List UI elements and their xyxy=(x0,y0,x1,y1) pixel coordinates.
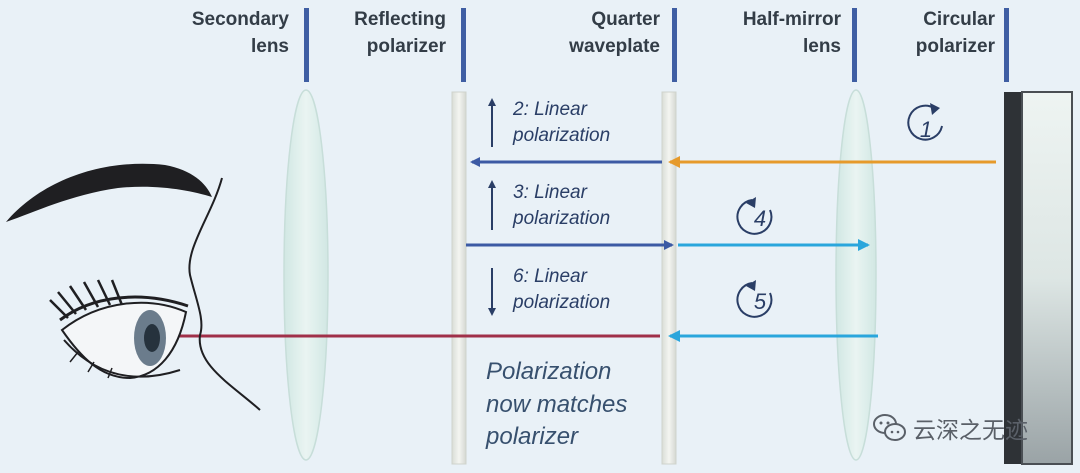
column-bar-half-mirror-lens xyxy=(852,8,857,82)
circular-step-1: 1 xyxy=(907,103,943,142)
column-bars xyxy=(304,8,1009,82)
result-note: Polarization now matches polarizer xyxy=(486,358,628,450)
circular-step-label-5: 5 xyxy=(754,289,767,314)
column-bar-reflecting-polarizer xyxy=(461,8,466,82)
watermark: 云深之无迹 xyxy=(873,411,1028,445)
circular-step-label-4: 4 xyxy=(754,206,766,231)
quarter-waveplate-plate xyxy=(661,91,677,465)
light-rays xyxy=(156,156,996,342)
watermark-text: 云深之无迹 xyxy=(913,417,1028,443)
reflecting-polarizer-plate xyxy=(451,91,467,465)
half-mirror-lens-shape xyxy=(835,89,877,461)
chat-bubbles-icon xyxy=(873,414,906,441)
circular-step-4: 4 xyxy=(736,197,773,235)
eye-illustration xyxy=(6,163,261,411)
column-bar-secondary-lens xyxy=(304,8,309,82)
secondary-lens-shape xyxy=(283,89,329,461)
circular-step-5: 5 xyxy=(736,280,773,318)
display-panel xyxy=(1004,91,1073,465)
circular-step-label-1: 1 xyxy=(920,117,932,142)
column-bar-quarter-waveplate xyxy=(672,8,677,82)
column-bar-circular-polarizer xyxy=(1004,8,1009,82)
